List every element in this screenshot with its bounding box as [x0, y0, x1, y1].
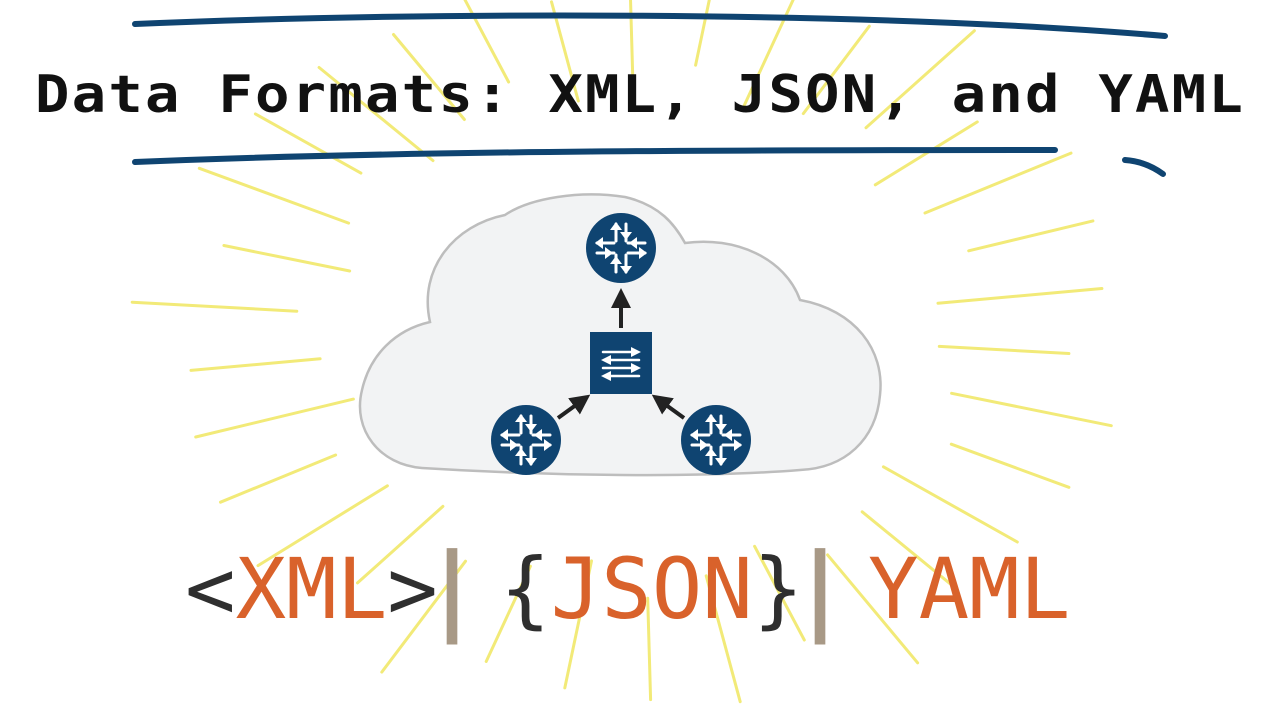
sunburst-ray [563, 559, 593, 690]
separator-right: | [802, 533, 837, 646]
sunburst-ray [936, 287, 1104, 305]
xml-word: XML [236, 540, 388, 638]
switch-center [590, 332, 652, 394]
json-close-brace: } [753, 540, 804, 638]
switch-icon [590, 332, 652, 394]
sunburst-ray [222, 244, 352, 273]
sunburst-ray [484, 564, 532, 663]
sunburst-ray [256, 484, 389, 568]
sunburst-ray [253, 112, 363, 175]
sunburst-ray [197, 166, 351, 225]
xml-open-bracket: < [185, 540, 236, 638]
link-left-router-to-switch [556, 394, 591, 420]
sunburst-ray [937, 344, 1071, 355]
sunburst-ray [392, 33, 466, 121]
title-rule-bottom-tail [1122, 157, 1166, 177]
sunburst-ray [189, 357, 322, 372]
sunburst-ray [380, 559, 467, 674]
sunburst-ray [317, 66, 435, 163]
separator-left: | [434, 533, 469, 646]
slide-title: Data Formats: XML, JSON, and YAML [35, 65, 1245, 125]
sunburst-ray [967, 219, 1095, 253]
sunburst-ray [694, 0, 711, 67]
json-label: {JSON} [500, 540, 803, 638]
sunburst-ray [646, 596, 653, 702]
sunburst-ray [130, 300, 299, 313]
json-word: JSON [551, 540, 753, 638]
title-rule-bottom [132, 147, 1058, 165]
router-icon [491, 405, 561, 475]
router-icon [681, 405, 751, 475]
sunburst-ray [864, 29, 976, 130]
sunburst-ray [753, 544, 806, 642]
json-open-brace: { [500, 540, 551, 638]
sunburst-ray [463, 0, 511, 84]
title-rules [132, 12, 1168, 177]
sunburst-ray [873, 120, 979, 187]
sunburst-ray [860, 510, 954, 587]
yaml-label: YAML [868, 540, 1070, 638]
link-right-router-to-switch [651, 394, 686, 420]
sunburst-ray [950, 391, 1113, 428]
format-labels: <XML> | {JSON} | YAML [185, 533, 1070, 646]
sunburst-ray [194, 397, 355, 439]
network-links [556, 288, 686, 420]
sunburst-ray [801, 24, 871, 116]
sunburst-ray [949, 442, 1071, 489]
router-right [681, 405, 751, 475]
router-top [586, 213, 656, 283]
xml-label: <XML> [185, 540, 438, 638]
xml-close-bracket: > [387, 540, 438, 638]
sunburst-ray [740, 0, 795, 112]
sunburst-ray [704, 574, 742, 704]
sunburst-ray [881, 465, 1019, 544]
router-left [491, 405, 561, 475]
sunburst-ray [219, 453, 338, 504]
router-icon [586, 213, 656, 283]
title-rule-top [132, 12, 1168, 39]
sunburst-ray [356, 504, 445, 585]
sunburst-ray [923, 151, 1073, 215]
sunburst-ray [826, 553, 920, 665]
